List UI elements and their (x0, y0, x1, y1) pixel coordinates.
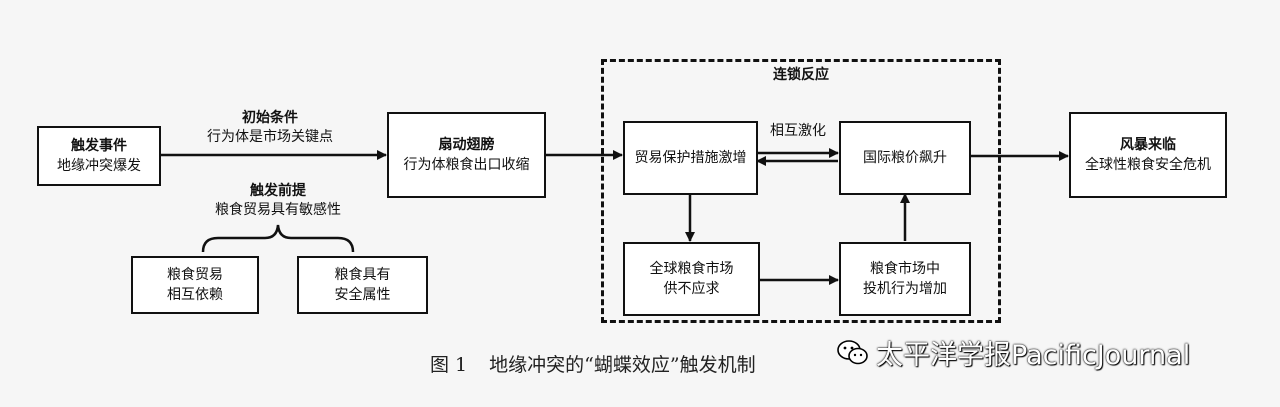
initial-condition-label: 初始条件 行为体是市场关键点 (207, 110, 333, 145)
mutual-stimulation-label: 相互激化 (770, 123, 826, 139)
chain-reaction-title: 连锁反应 (773, 67, 829, 83)
figure-caption: 图 1 地缘冲突的“蝴蝶效应”触发机制 (430, 350, 756, 377)
precondition-brace (201, 224, 355, 253)
watermark: 太平洋学报PacificJournal (836, 333, 1190, 372)
supply-shortage-box: 全球粮食市场 供不应求 (623, 242, 760, 316)
wing-flap-box: 扇动翅膀 行为体粮食出口收缩 (387, 112, 546, 198)
figure-caption-text: 地缘冲突的“蝴蝶效应”触发机制 (489, 354, 756, 376)
precondition-label: 触发前提 粮食贸易具有敏感性 (215, 183, 341, 218)
chain-reaction-container (601, 59, 1001, 323)
trigger-event-title: 触发事件 (71, 138, 127, 154)
speculation-box: 粮食市场中 投机行为增加 (839, 242, 971, 316)
storm-box: 风暴来临 全球性粮食安全危机 (1069, 112, 1227, 198)
price-surge-box: 国际粮价飙升 (839, 121, 971, 195)
trigger-event-box: 触发事件 地缘冲突爆发 (37, 126, 161, 186)
security-attribute-box: 粮食具有 安全属性 (297, 256, 428, 314)
figure-number: 图 1 (430, 354, 468, 376)
trade-protection-box: 贸易保护措施激增 (623, 121, 758, 195)
trade-dependency-box: 粮食贸易 相互依赖 (131, 256, 259, 314)
wechat-icon (837, 339, 868, 364)
trigger-event-text: 地缘冲突爆发 (57, 158, 141, 174)
watermark-text: 太平洋学报PacificJournal (876, 340, 1191, 371)
